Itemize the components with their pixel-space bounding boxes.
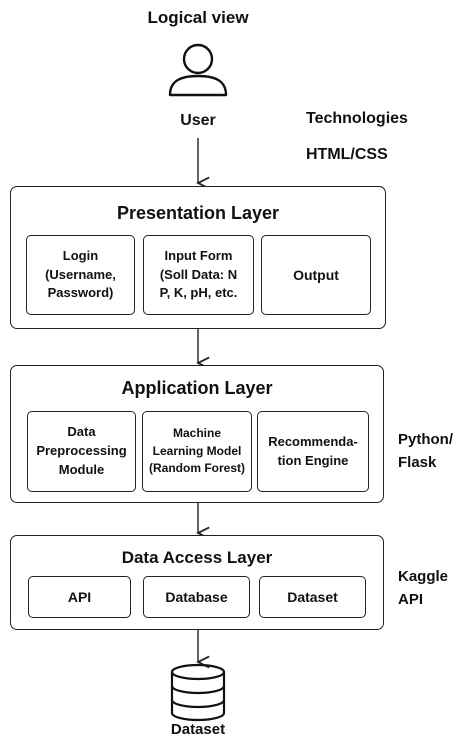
application-tech-label: Python/ Flask <box>398 431 453 472</box>
input-form-module: Input Form (Soll Data: N P, K, pH, etc. <box>143 235 254 315</box>
api-module: API <box>28 576 131 618</box>
data-access-layer: Data Access Layer API Database Dataset <box>10 535 384 630</box>
data-preprocessing-module: Data Preprocessing Module <box>27 411 136 492</box>
diagram-title: Logical view <box>147 8 249 27</box>
output-module: Output <box>261 235 371 315</box>
presentation-layer: Presentation Layer Login (Username, Pass… <box>10 186 386 329</box>
login-module: Login (Username, Password) <box>26 235 135 315</box>
dataset-label: Dataset <box>170 721 226 738</box>
recommendation-engine-module: Recommenda- tion Engine <box>257 411 369 492</box>
dataset-module: Dataset <box>259 576 366 618</box>
database-module: Database <box>143 576 250 618</box>
application-layer: Application Layer Data Preprocessing Mod… <box>10 365 384 503</box>
technologies-heading: Technologies <box>306 110 408 127</box>
user-icon <box>168 43 228 97</box>
user-label: User <box>180 112 216 129</box>
data-access-tech-label: Kaggle API <box>398 568 449 609</box>
application-layer-title: Application Layer <box>121 378 273 398</box>
database-icon <box>170 663 226 722</box>
presentation-tech-label: HTML/CSS <box>306 146 388 163</box>
data-access-layer-title: Data Access Layer <box>121 548 273 567</box>
presentation-layer-title: Presentation Layer <box>116 203 280 223</box>
machine-learning-module: Machine Learning Model (Random Forest) <box>142 411 252 492</box>
